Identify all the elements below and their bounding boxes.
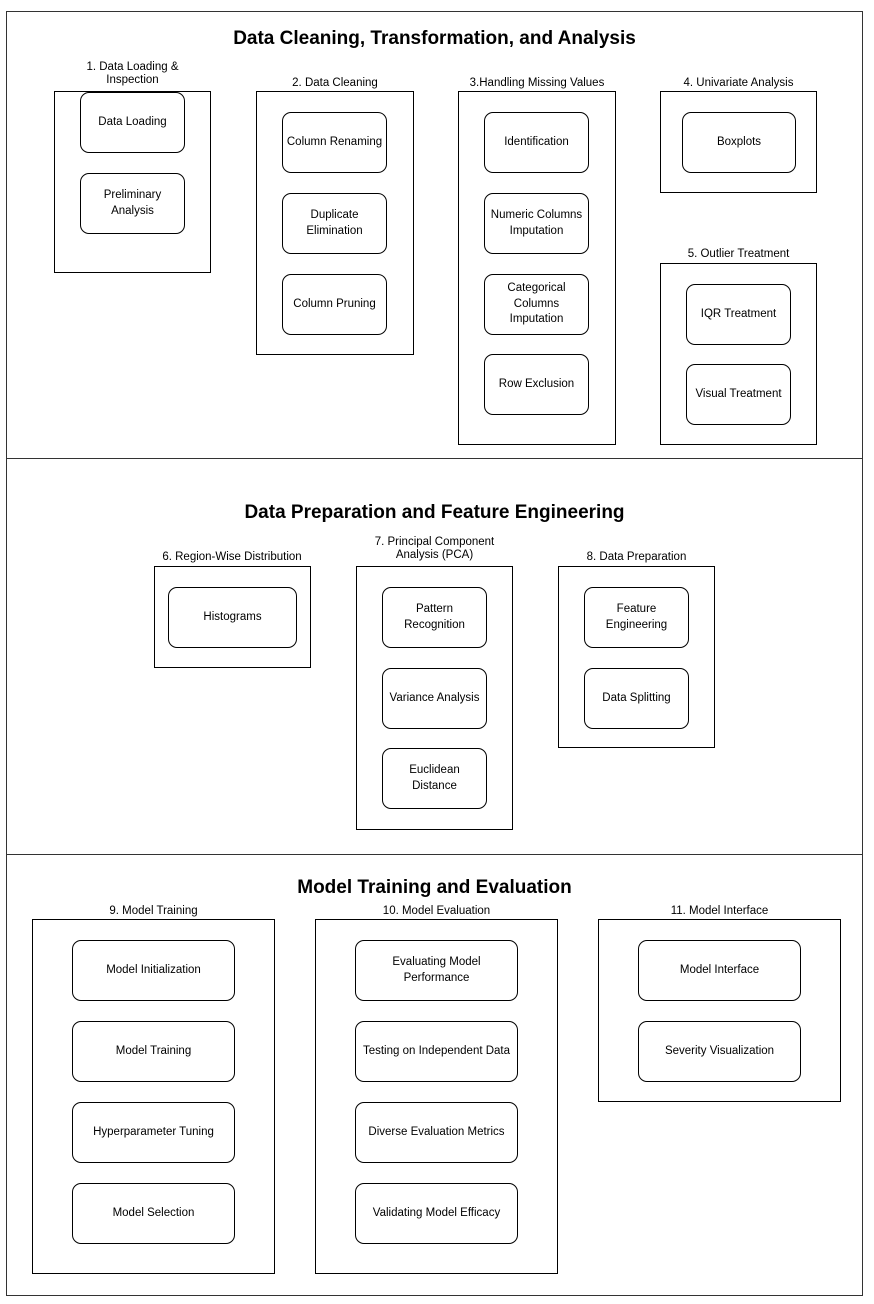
node-feature-engineering: Feature Engineering: [584, 587, 689, 648]
group-label-region-distribution: 6. Region-Wise Distribution: [162, 551, 302, 563]
group-data-cleaning: [256, 91, 414, 355]
node-preliminary-analysis: Preliminary Analysis: [80, 173, 185, 234]
node-model-interface: Model Interface: [638, 940, 801, 1001]
group-univariate: [660, 91, 817, 193]
node-data-loading: Data Loading: [80, 92, 185, 153]
group-label-model-interface: 11. Model Interface: [670, 905, 769, 917]
node-validating-efficacy: Validating Model Efficacy: [355, 1183, 518, 1244]
node-model-training: Model Training: [72, 1021, 235, 1082]
node-severity-visualization: Severity Visualization: [638, 1021, 801, 1082]
group-label-pca: 7. Principal Component Analysis (PCA): [374, 536, 495, 561]
node-pattern-recognition: Pattern Recognition: [382, 587, 487, 648]
group-label-data-cleaning: 2. Data Cleaning: [292, 77, 378, 89]
section-title: Data Cleaning, Transformation, and Analy…: [233, 28, 636, 49]
group-label-model-evaluation: 10. Model Evaluation: [382, 905, 491, 917]
node-hyperparameter-tuning: Hyperparameter Tuning: [72, 1102, 235, 1163]
node-column-pruning: Column Pruning: [282, 274, 387, 335]
node-model-selection: Model Selection: [72, 1183, 235, 1244]
group-label-missing-values: 3.Handling Missing Values: [469, 77, 605, 89]
node-duplicate-elimination: Duplicate Elimination: [282, 193, 387, 254]
node-row-exclusion: Row Exclusion: [484, 354, 589, 415]
group-region-distribution: [154, 566, 311, 668]
node-column-renaming: Column Renaming: [282, 112, 387, 173]
node-testing-independent: Testing on Independent Data: [355, 1021, 518, 1082]
node-evaluating-performance: Evaluating Model Performance: [355, 940, 518, 1001]
node-identification: Identification: [484, 112, 589, 173]
node-categorical-imputation: Categorical Columns Imputation: [484, 274, 589, 335]
node-euclidean-distance: Euclidean Distance: [382, 748, 487, 809]
section-title: Model Training and Evaluation: [297, 877, 572, 898]
node-numeric-imputation: Numeric Columns Imputation: [484, 193, 589, 254]
node-diverse-metrics: Diverse Evaluation Metrics: [355, 1102, 518, 1163]
group-label-model-training: 9. Model Training: [109, 905, 198, 917]
group-pca: [356, 566, 513, 830]
group-label-data-loading: 1. Data Loading & Inspection: [86, 61, 179, 86]
group-label-data-prep: 8. Data Preparation: [586, 551, 687, 563]
group-missing-values: [458, 91, 616, 445]
node-model-initialization: Model Initialization: [72, 940, 235, 1001]
group-model-interface: [598, 919, 841, 1102]
section-data-cleaning: Data Cleaning, Transformation, and Analy…: [6, 11, 863, 459]
node-data-splitting: Data Splitting: [584, 668, 689, 729]
group-label-univariate: 4. Univariate Analysis: [683, 77, 794, 89]
group-outlier: [660, 263, 817, 445]
group-model-evaluation: [315, 919, 558, 1274]
group-model-training: [32, 919, 275, 1274]
group-label-outlier: 5. Outlier Treatment: [687, 248, 790, 260]
node-visual-treatment: Visual Treatment: [686, 364, 791, 425]
group-data-loading: [54, 91, 211, 273]
node-iqr-treatment: IQR Treatment: [686, 284, 791, 345]
node-boxplots: Boxplots: [682, 112, 796, 173]
section-title: Data Preparation and Feature Engineering: [244, 502, 625, 523]
group-data-prep: [558, 566, 715, 748]
node-histograms: Histograms: [168, 587, 297, 648]
node-variance-analysis: Variance Analysis: [382, 668, 487, 729]
